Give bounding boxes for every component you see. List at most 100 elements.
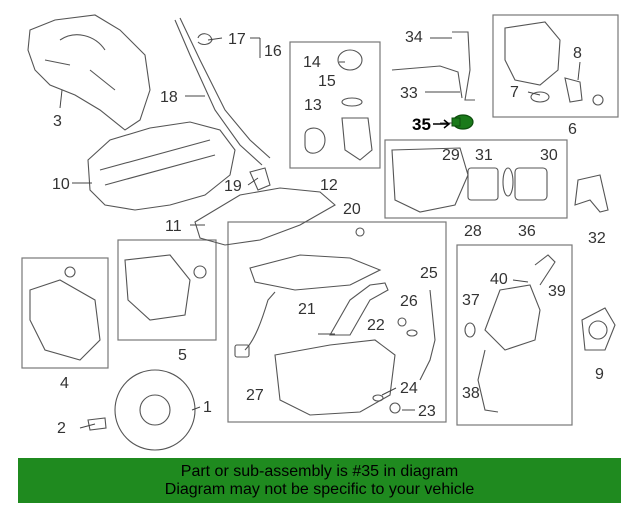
part-20-bolt bbox=[355, 227, 365, 237]
part-10-valve-cover bbox=[87, 121, 236, 211]
part-9-seal bbox=[581, 307, 616, 351]
part-4-mount bbox=[29, 279, 101, 361]
callout-3: 3 bbox=[53, 113, 62, 130]
callout-6: 6 bbox=[568, 121, 577, 138]
part-23-plug bbox=[389, 402, 401, 414]
part-8-bolt bbox=[592, 94, 604, 106]
callout-33: 33 bbox=[400, 85, 418, 102]
callout-26: 26 bbox=[400, 293, 418, 310]
part-38-tube bbox=[477, 349, 499, 413]
part-8-fitting bbox=[564, 77, 583, 103]
part-37-o-ring bbox=[464, 322, 476, 338]
callout-5: 5 bbox=[178, 347, 187, 364]
part-5-bracket bbox=[124, 254, 191, 321]
part-14-cap bbox=[337, 49, 363, 71]
callout-16: 16 bbox=[264, 43, 282, 60]
part-9-seal-center bbox=[588, 320, 608, 340]
part-31-o-ring bbox=[502, 167, 514, 197]
group-box-20 bbox=[227, 221, 447, 423]
part-1-hub bbox=[139, 394, 171, 426]
part-24-washer bbox=[372, 394, 384, 402]
part-27-oil-pan bbox=[274, 339, 396, 416]
part-4-bolt bbox=[64, 266, 76, 278]
part-3-timing-cover bbox=[27, 14, 151, 131]
callout-35-highlighted: 35 bbox=[412, 115, 431, 134]
group-box-12 bbox=[289, 41, 381, 169]
callout-19: 19 bbox=[224, 178, 242, 195]
part-27-sensor-wire bbox=[244, 291, 276, 351]
callout-36: 36 bbox=[518, 223, 536, 240]
part-28-housing bbox=[391, 147, 469, 213]
callout-29: 29 bbox=[442, 147, 460, 164]
callout-1: 1 bbox=[203, 399, 212, 416]
callout-27: 27 bbox=[246, 387, 264, 404]
part-22-pickup-tube bbox=[329, 282, 389, 336]
callout-31: 31 bbox=[475, 147, 493, 164]
callout-30: 30 bbox=[540, 147, 558, 164]
part-12-filler-neck bbox=[341, 117, 373, 161]
part-36-separator bbox=[484, 284, 541, 351]
group-box-4 bbox=[21, 257, 109, 369]
part-16-dipstick bbox=[179, 17, 271, 159]
part-18-dipstick-tube bbox=[174, 19, 263, 166]
callout-40: 40 bbox=[490, 271, 508, 288]
part-11-gasket bbox=[194, 187, 336, 246]
callout-21: 21 bbox=[298, 301, 316, 318]
callout-17: 17 bbox=[228, 31, 246, 48]
callout-12: 12 bbox=[320, 177, 338, 194]
part-33-hose bbox=[391, 65, 463, 99]
part-26-bolt bbox=[397, 317, 407, 327]
callout-37: 37 bbox=[462, 292, 480, 309]
callout-32: 32 bbox=[588, 230, 606, 247]
banner-line-1: Part or sub-assembly is #35 in diagram bbox=[180, 463, 459, 480]
part-6-water-pump bbox=[504, 21, 561, 86]
callout-4: 4 bbox=[60, 375, 69, 392]
callout-22: 22 bbox=[367, 317, 385, 334]
part-27-sensor bbox=[234, 344, 250, 358]
group-box-28 bbox=[384, 139, 568, 219]
callout-10: 10 bbox=[52, 176, 70, 193]
callout-labels: 1 2 3 4 5 6 7 8 9 10 11 12 13 14 15 16 1… bbox=[52, 29, 606, 437]
callout-7: 7 bbox=[510, 84, 519, 101]
info-banner: Part or sub-assembly is #35 in diagram D… bbox=[18, 458, 621, 503]
callout-25: 25 bbox=[420, 265, 438, 282]
part-2-bolt bbox=[87, 417, 107, 431]
group-box-5 bbox=[117, 239, 217, 341]
callout-38: 38 bbox=[462, 385, 480, 402]
part-29-filter bbox=[467, 167, 499, 201]
callout-13: 13 bbox=[304, 97, 322, 114]
callout-34: 34 bbox=[405, 29, 423, 46]
part-21-baffle bbox=[249, 254, 382, 291]
part-26-washer bbox=[406, 329, 418, 337]
callout-11: 11 bbox=[165, 218, 182, 235]
callout-14: 14 bbox=[303, 54, 321, 71]
callout-8: 8 bbox=[573, 45, 582, 62]
part-19-bracket bbox=[249, 167, 271, 191]
callout-18: 18 bbox=[160, 89, 178, 106]
part-35-sensor bbox=[451, 114, 474, 130]
part-13-seal bbox=[304, 127, 326, 154]
callout-28: 28 bbox=[464, 223, 482, 240]
part-15-o-ring bbox=[341, 97, 363, 107]
part-34-hose bbox=[452, 31, 475, 101]
callout-35-arrow bbox=[433, 119, 451, 129]
group-box-6 bbox=[492, 14, 619, 118]
part-7-seal bbox=[530, 91, 550, 103]
callout-15: 15 bbox=[318, 73, 336, 90]
callout-9: 9 bbox=[595, 366, 604, 383]
part-17-clip bbox=[197, 33, 213, 45]
part-32-bracket bbox=[574, 174, 609, 213]
part-1-pulley bbox=[114, 369, 196, 451]
callout-24: 24 bbox=[400, 380, 418, 397]
part-30-cap bbox=[514, 167, 548, 201]
callout-20: 20 bbox=[343, 201, 361, 218]
part-5-bushing bbox=[193, 265, 207, 279]
callout-2: 2 bbox=[57, 420, 66, 437]
part-25-tube bbox=[419, 289, 436, 381]
leader-lines bbox=[59, 37, 581, 429]
callout-23: 23 bbox=[418, 403, 436, 420]
group-box-36 bbox=[456, 244, 573, 426]
banner-line-2: Diagram may not be specific to your vehi… bbox=[164, 481, 475, 498]
